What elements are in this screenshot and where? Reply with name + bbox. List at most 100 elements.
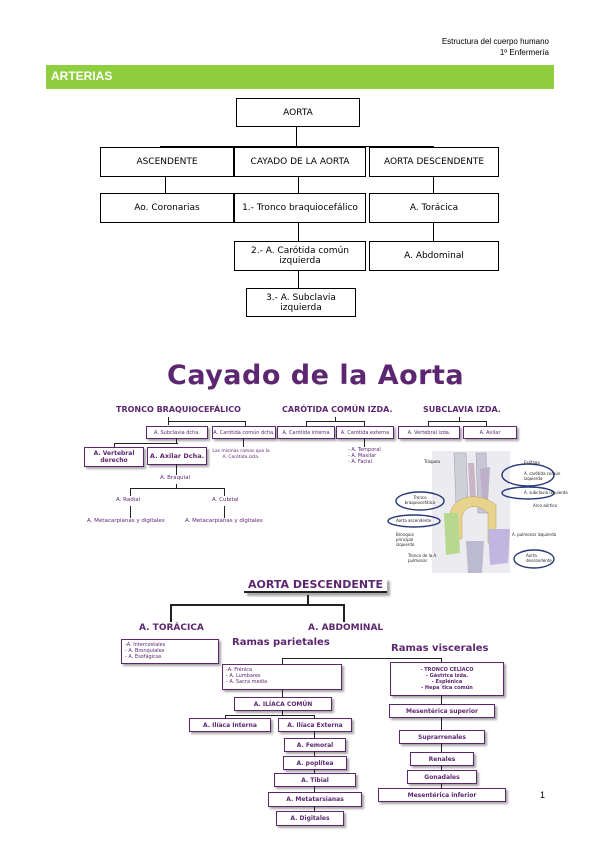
carotida-box: 2.- A. Carótida común izquierda bbox=[234, 241, 366, 271]
connector bbox=[459, 417, 460, 422]
branch-item: - A. Bronquiales bbox=[125, 648, 165, 654]
branch-item: -A. Frénica bbox=[226, 667, 253, 673]
document-header: Estructura del cuerpo humano 1º Enfermer… bbox=[442, 36, 549, 58]
connector bbox=[433, 176, 434, 193]
connector bbox=[224, 506, 225, 518]
highlight-ellipse bbox=[387, 514, 441, 528]
label-pulmonar-izq: A. pulmonar izquierda bbox=[512, 532, 557, 537]
braquial-label: A. Braquial bbox=[160, 475, 190, 481]
connector bbox=[441, 717, 442, 730]
abdominal-box: A. Abdominal bbox=[369, 241, 499, 271]
connector bbox=[433, 222, 434, 241]
col-subclavia-heading: SUBCLAVIA IZDA. bbox=[423, 405, 501, 414]
connector bbox=[314, 806, 315, 812]
connector bbox=[176, 464, 177, 475]
metacarpianas-right: A. Metacarpianas y digitales bbox=[185, 518, 263, 524]
carotida-interna-box: A. Carótida interna bbox=[277, 426, 335, 439]
femoral-box: A. Femoral bbox=[284, 738, 346, 752]
connector bbox=[441, 695, 442, 704]
celiaco-list: - TRONCO CELÍACO - Gástrica izda. - Espl… bbox=[420, 667, 473, 691]
iliaca-comun-box: A. ILÍACA COMÚN bbox=[234, 697, 332, 711]
connector bbox=[114, 443, 178, 444]
carotida-externa-box: A. Carótida externa bbox=[336, 426, 394, 439]
cayado-title: Cayado de la Aorta bbox=[167, 360, 465, 391]
ascendente-box: ASCENDENTE bbox=[100, 147, 234, 177]
iliaca-interna-box: A. Ilíaca Interna bbox=[189, 718, 271, 732]
connector bbox=[282, 690, 283, 698]
section-band: ARTERIAS bbox=[46, 65, 554, 89]
toracica-branches-box: -A. Intercostales - A. Bronquiales - A. … bbox=[121, 639, 219, 664]
connector bbox=[130, 488, 131, 496]
carotid-shape bbox=[468, 463, 476, 499]
descendente-box: AORTA DESCENDENTE bbox=[369, 147, 499, 177]
col-tronco-heading: TRONCO BRAQUIOCEFÁLICO bbox=[116, 405, 241, 414]
aortic-arch-illustration bbox=[387, 451, 555, 573]
connector bbox=[170, 604, 172, 622]
ramas-note: Las mismas ramas que la A. Carótida izda… bbox=[212, 449, 270, 460]
connector bbox=[130, 506, 131, 518]
connector bbox=[176, 438, 177, 444]
vertebral-izda-box: A. Vertebral izda. bbox=[398, 426, 460, 439]
parietales-box: -A. Frénica - A. Lumbares - A. Sacra med… bbox=[222, 664, 342, 690]
label-tronco: Tronco braquiocefálico bbox=[404, 495, 436, 505]
mesenterica-superior-box: Mesentérica superior bbox=[389, 704, 495, 718]
cubital-label: A. Cubital bbox=[212, 497, 239, 503]
connector bbox=[307, 595, 309, 605]
subclavian-shape bbox=[480, 467, 490, 501]
connector bbox=[428, 421, 429, 426]
branch-item: - Hepa´tica común bbox=[421, 685, 473, 691]
connector bbox=[282, 658, 442, 659]
connector bbox=[314, 769, 315, 774]
branch-item: - A. Temporal bbox=[348, 447, 381, 453]
connector bbox=[306, 421, 364, 422]
subclavia-dcha-box: A. Subclavia dcha. bbox=[146, 426, 208, 439]
celiaco-box: - TRONCO CELÍACO - Gástrica izda. - Espl… bbox=[390, 662, 504, 696]
page-number: 1 bbox=[540, 790, 546, 800]
toracica-heading: A. TORÁCICA bbox=[139, 623, 204, 633]
connector bbox=[441, 743, 442, 752]
connector bbox=[298, 222, 299, 241]
header-course: Estructura del cuerpo humano bbox=[441, 37, 549, 46]
connector bbox=[114, 443, 115, 448]
parietales-heading: Ramas parietales bbox=[232, 637, 330, 648]
carotida-externa-branches: - A. Temporal - A. Maxilar - A. Facial bbox=[348, 447, 381, 465]
connector bbox=[306, 421, 307, 426]
parietales-list: -A. Frénica - A. Lumbares - A. Sacra med… bbox=[226, 667, 267, 685]
digitales-box: A. Digitales bbox=[276, 811, 344, 826]
connector bbox=[224, 488, 225, 496]
connector bbox=[441, 658, 442, 662]
axilar-dcha-box: A. Axilar Dcha. bbox=[147, 447, 207, 465]
highlight-ellipse bbox=[513, 549, 555, 569]
mesenterica-inferior-box: Mesentérica inferior bbox=[378, 788, 506, 802]
tronco-box: 1.- Tronco braquiocefálico bbox=[234, 193, 366, 223]
gonadales-box: Gonadales bbox=[407, 770, 477, 784]
branch-item: - A. Sacra media bbox=[226, 679, 268, 685]
label-tronco-pulm: Tronco de la A. pulmonar bbox=[408, 553, 438, 563]
col-carotida-heading: CARÓTIDA COMÚN IZDA. bbox=[282, 405, 393, 414]
subclavia-box: 3.- A. Subclavia izquierda bbox=[246, 288, 356, 317]
branch-item: - Esplénica bbox=[431, 679, 463, 685]
toracica-box: A. Torácica bbox=[369, 193, 499, 223]
pulmonary-shape bbox=[488, 529, 510, 565]
viscerales-heading: Ramas viscerales bbox=[391, 643, 489, 654]
label-bronquio: Bronquio principal izquierdo bbox=[396, 532, 415, 547]
connector bbox=[486, 421, 487, 426]
connector bbox=[225, 715, 226, 718]
poplitea-box: A. poplítea bbox=[283, 756, 347, 770]
connector bbox=[335, 417, 336, 422]
connector bbox=[168, 421, 246, 422]
label-arco: Arco aórtico bbox=[533, 503, 558, 508]
cayado-box: CAYADO DE LA AORTA bbox=[234, 147, 366, 177]
carotida-dcha-box: A. Carótida común dcha. bbox=[212, 426, 276, 439]
label-carotida-izq: A. carótida común izquierda bbox=[524, 471, 561, 481]
coronarias-box: Ao. Coronarias bbox=[100, 193, 234, 223]
branch-item: - A. Facial bbox=[348, 459, 372, 465]
connector bbox=[314, 715, 315, 718]
connector bbox=[314, 731, 315, 738]
connector bbox=[282, 658, 283, 664]
connector bbox=[160, 146, 434, 147]
connector bbox=[298, 176, 299, 193]
connector bbox=[176, 484, 177, 489]
highlight-ellipse bbox=[395, 491, 445, 511]
section-title: ARTERIAS bbox=[51, 69, 113, 83]
